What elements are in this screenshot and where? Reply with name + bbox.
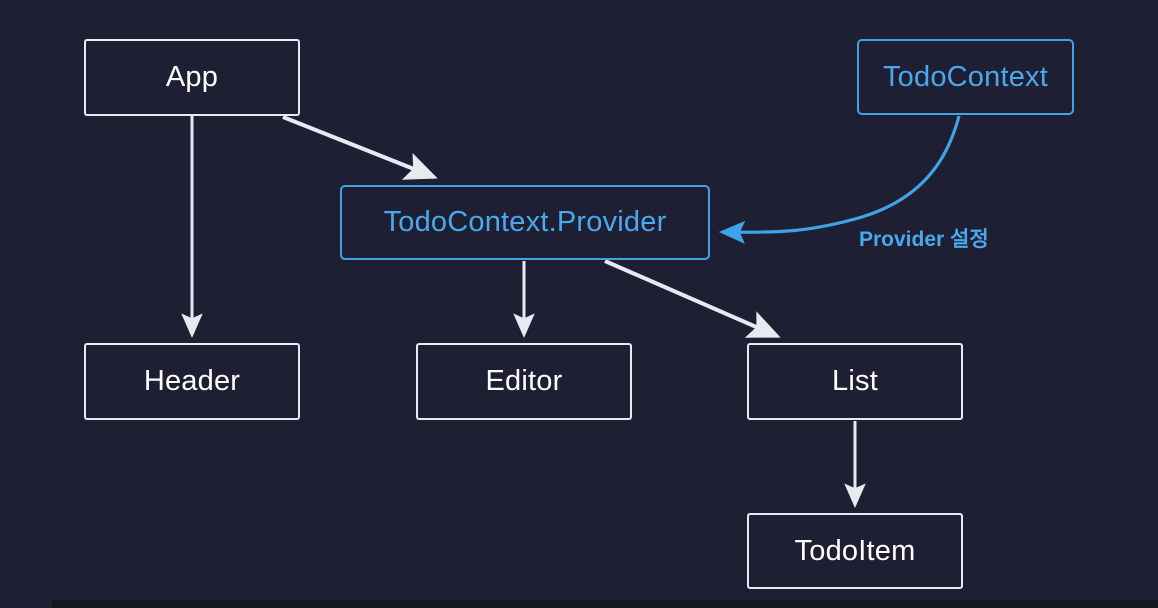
node-editor-label: Editor: [485, 365, 563, 397]
node-todoitem[interactable]: TodoItem: [747, 513, 963, 589]
node-app-label: App: [165, 61, 219, 93]
edge-label-provider-setup: Provider 설정: [859, 228, 989, 251]
bottom-bar: [52, 600, 1158, 608]
node-header[interactable]: Header: [84, 343, 300, 420]
node-todocontext-provider[interactable]: TodoContext.Provider: [340, 185, 710, 260]
node-todocontext-label: TodoContext: [882, 60, 1049, 93]
node-todocontext-provider-label: TodoContext.Provider: [383, 206, 667, 238]
node-app[interactable]: App: [84, 39, 300, 116]
edge-todocontext-provider: [718, 115, 961, 244]
edge-app-provider: [282, 115, 438, 180]
node-list[interactable]: List: [747, 343, 963, 420]
node-todocontext[interactable]: TodoContext: [857, 39, 1074, 115]
node-todoitem-label: TodoItem: [794, 534, 916, 567]
node-header-label: Header: [143, 365, 241, 397]
node-editor[interactable]: Editor: [416, 343, 632, 420]
edge-provider-list: [604, 259, 781, 338]
node-list-label: List: [832, 365, 878, 397]
